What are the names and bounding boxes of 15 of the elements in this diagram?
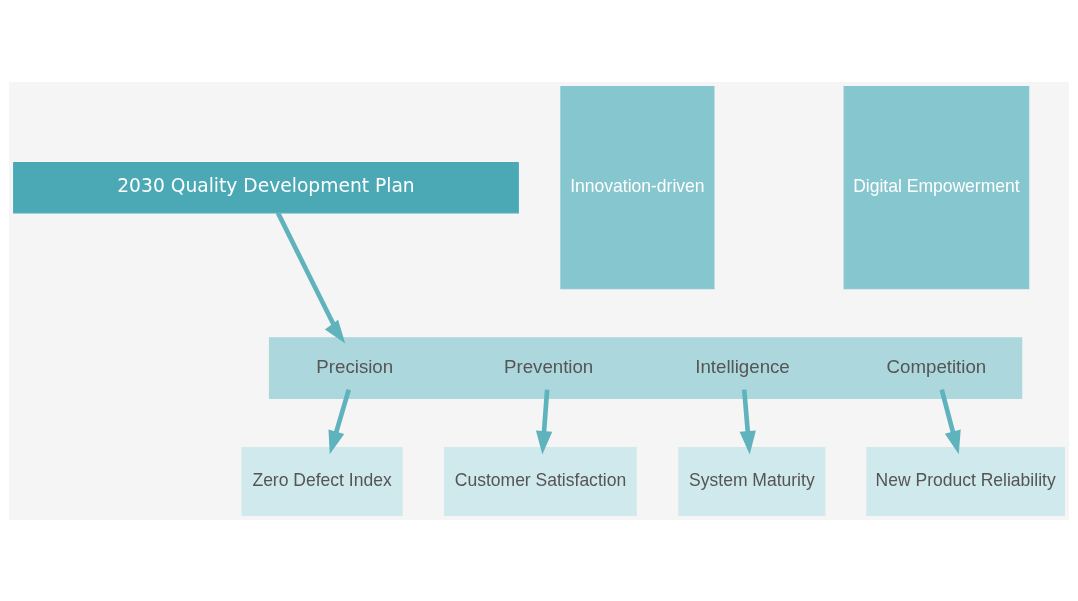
node-text: Intelligence bbox=[695, 355, 790, 377]
node-box: New Product Reliability bbox=[866, 446, 1065, 516]
node-box: Innovation-driven bbox=[560, 85, 715, 289]
node-box: System Maturity bbox=[678, 446, 826, 516]
node-box: 2030 Quality Development Plan bbox=[13, 161, 519, 213]
node-box: Digital Empowerment bbox=[843, 85, 1030, 289]
node-text: Precision bbox=[316, 355, 394, 377]
arrow bbox=[535, 389, 553, 454]
node-text: Competition bbox=[886, 355, 987, 377]
arrow bbox=[275, 211, 346, 343]
arrow bbox=[739, 388, 756, 454]
cluster bbox=[268, 336, 1023, 399]
node-text: Prevention bbox=[504, 355, 594, 377]
node-box: Customer Satisfaction bbox=[444, 446, 637, 516]
node-box: Zero Defect Index bbox=[241, 446, 403, 516]
